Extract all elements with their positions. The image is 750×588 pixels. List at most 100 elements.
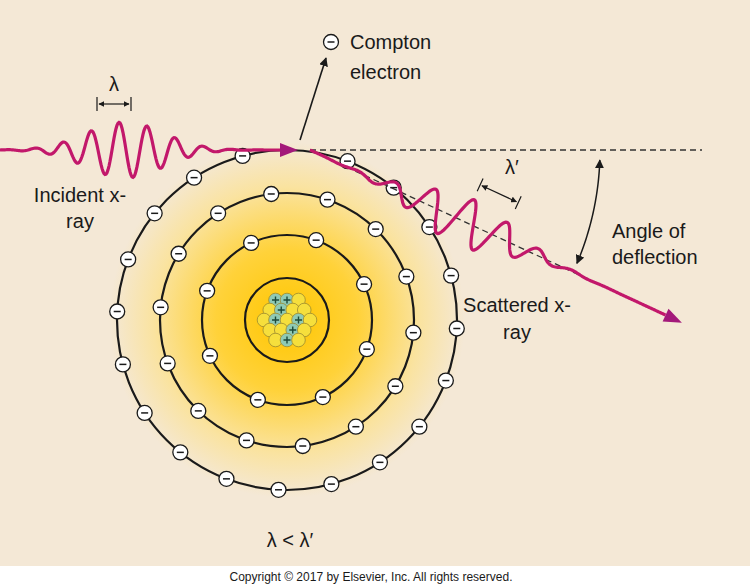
electron-minus — [195, 410, 202, 412]
wavelength-label: λ — [100, 70, 128, 98]
incident-arrowhead — [280, 143, 298, 157]
electron-minus — [352, 426, 359, 428]
electron — [324, 477, 339, 492]
electrons — [110, 148, 465, 497]
electron — [444, 268, 459, 283]
electron-label: Compton electron — [350, 27, 470, 87]
proton-plus — [272, 317, 279, 324]
electron — [200, 283, 215, 298]
deflection-angle-arc — [577, 160, 600, 263]
electron-minus — [223, 478, 230, 480]
electron — [324, 35, 339, 50]
compton-electron — [324, 35, 339, 50]
electron-minus — [157, 307, 164, 309]
electron-minus — [392, 386, 399, 388]
electron — [191, 403, 206, 418]
nucleus — [257, 293, 317, 347]
electron-minus — [361, 283, 368, 285]
relation-label: λ < λ′ — [220, 526, 360, 554]
electron-minus — [164, 363, 171, 365]
electron — [239, 433, 254, 448]
electron-minus — [141, 412, 148, 414]
orbit-ring — [245, 278, 329, 362]
electron-minus — [299, 445, 306, 447]
electron — [244, 235, 259, 250]
atom-glow — [109, 142, 465, 498]
electron-minus — [313, 239, 320, 241]
electron — [368, 222, 383, 237]
electron-minus — [376, 462, 383, 464]
electron — [315, 390, 330, 405]
electron — [438, 373, 453, 388]
wavelength-bracket — [99, 103, 129, 104]
electron — [250, 392, 265, 407]
proton-plus — [284, 296, 291, 303]
electron-minus — [215, 213, 222, 215]
electron — [359, 342, 374, 357]
electron-minus — [319, 396, 326, 398]
electron — [211, 206, 226, 221]
orbit-ring — [117, 150, 457, 490]
electron — [202, 348, 217, 363]
orbit-ring — [160, 193, 414, 447]
electron — [115, 357, 130, 372]
electron — [388, 379, 403, 394]
proton-plus — [289, 327, 296, 334]
electron-minus — [453, 328, 460, 330]
electron-minus — [206, 355, 213, 357]
electron-minus — [324, 199, 331, 201]
electron — [219, 471, 234, 486]
proton-plus — [272, 296, 279, 303]
electron — [147, 206, 162, 221]
electron-minus — [328, 483, 335, 485]
electron-minus — [372, 228, 379, 230]
electron — [173, 445, 188, 460]
electron — [271, 482, 286, 497]
wavelength-label: λ′ — [492, 153, 532, 181]
electron — [357, 277, 372, 292]
proton-plus — [295, 317, 302, 324]
incident-label: Incident x-ray — [30, 182, 130, 234]
electron-minus — [119, 364, 126, 366]
electron-path-arrow — [300, 58, 326, 140]
electron-minus — [248, 242, 255, 244]
orbit-ring — [202, 235, 372, 405]
electron-minus — [448, 275, 455, 277]
wavelength-bracket — [482, 186, 516, 202]
electron — [406, 325, 421, 340]
electron — [153, 300, 168, 315]
electron — [110, 304, 125, 319]
electron — [264, 186, 279, 201]
electron-minus — [275, 489, 282, 491]
electron-minus — [363, 348, 370, 350]
electron — [160, 356, 175, 371]
electron — [295, 439, 310, 454]
electron-minus — [403, 276, 410, 278]
electron — [309, 233, 324, 248]
electron — [121, 252, 136, 267]
electron-minus — [151, 213, 158, 215]
electron-minus — [268, 193, 275, 195]
electron-minus — [426, 226, 433, 228]
electron-minus — [328, 41, 335, 43]
electron-minus — [416, 426, 423, 428]
nucleon — [292, 333, 306, 347]
electron — [137, 405, 152, 420]
angle-label: Angle of deflection — [612, 218, 732, 270]
electron — [399, 269, 414, 284]
electron-minus — [114, 311, 121, 313]
electron — [171, 246, 186, 261]
electron-minus — [254, 399, 261, 401]
electron-minus — [175, 253, 182, 255]
electron-minus — [344, 160, 351, 162]
wavelength-tick — [477, 179, 521, 209]
copyright-note: Copyright © 2017 by Elsevier, Inc. All r… — [0, 569, 746, 585]
electron — [187, 170, 202, 185]
electron — [320, 192, 335, 207]
electron-minus — [243, 440, 250, 442]
proton-plus — [284, 337, 291, 344]
electron-minus — [125, 259, 132, 261]
incident-wave — [0, 122, 280, 177]
electron-minus — [177, 452, 184, 454]
